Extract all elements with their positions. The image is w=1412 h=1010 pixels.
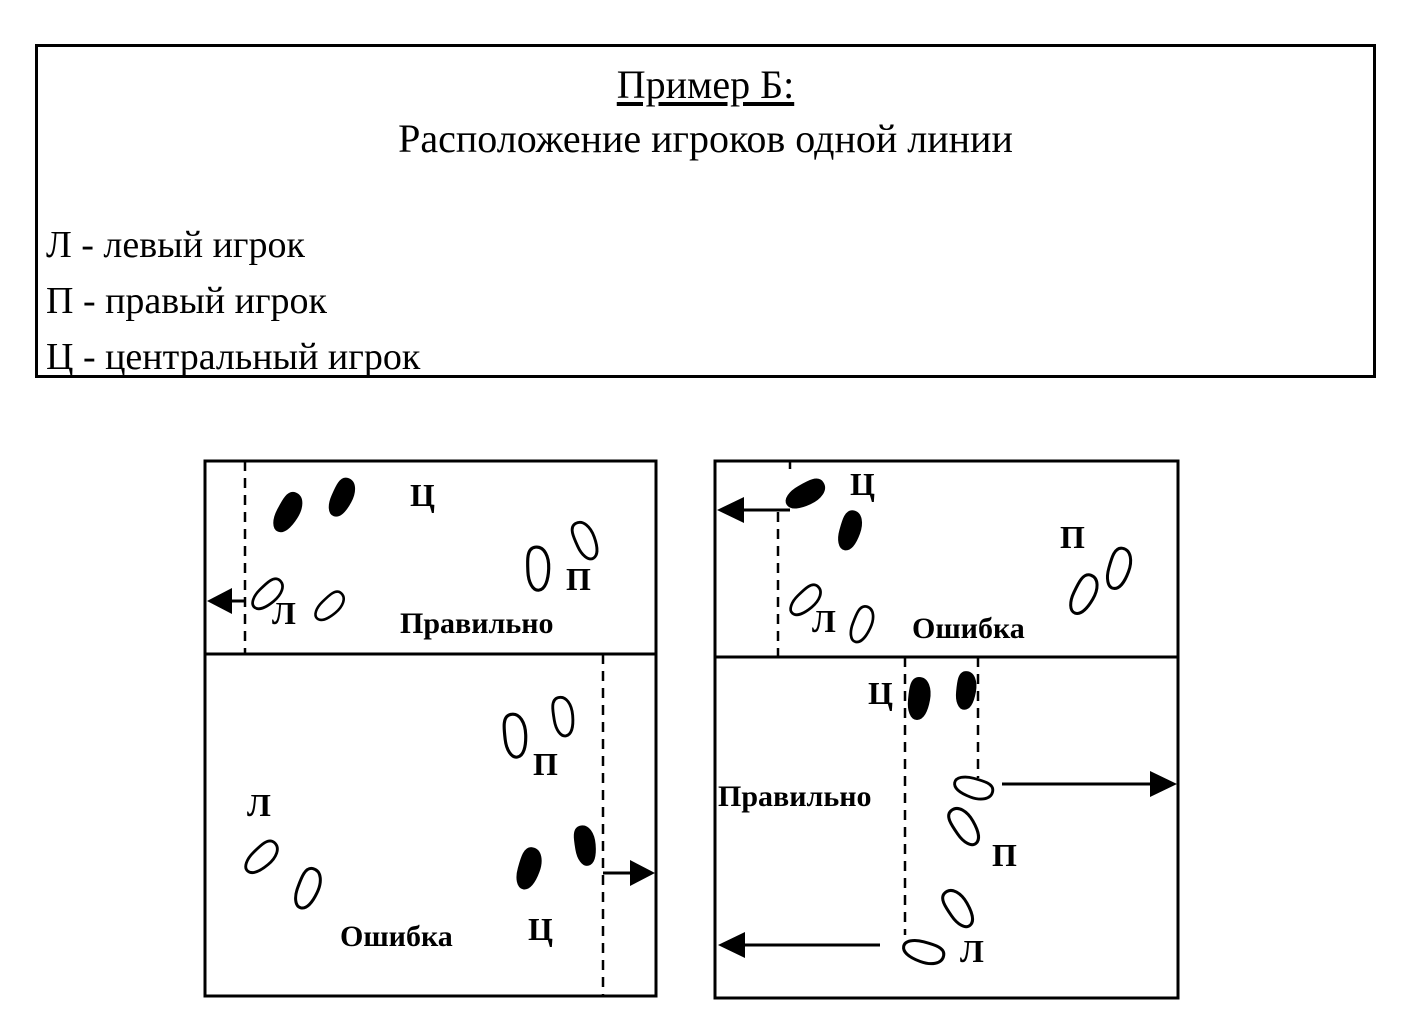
center-player-foot-icon: [955, 671, 977, 710]
section-label: Правильно: [400, 607, 554, 640]
left-player-letter: Л: [272, 595, 296, 631]
legend-entry-right-player: П - правый игрок: [46, 280, 327, 322]
left-player-foot-icon: [291, 864, 325, 913]
legend-entry-center-player: Ц - центральный игрок: [46, 336, 421, 378]
left-player-foot-icon: [899, 936, 947, 968]
right-player-letter: П: [1060, 519, 1085, 555]
court-outline: [203, 459, 658, 998]
center-player-foot-icon: [569, 823, 601, 868]
center-player-letter: Ц: [410, 477, 435, 513]
right-player-foot-icon: [547, 693, 580, 740]
left-player-letter: Л: [247, 787, 271, 823]
movement-arrow-head: [630, 860, 655, 886]
right-player-foot-icon: [1103, 545, 1135, 593]
movement-arrow-head: [717, 497, 744, 523]
right-player-letter: П: [533, 746, 558, 782]
right-player-foot-icon: [1065, 570, 1103, 619]
center-player-foot-icon: [325, 474, 359, 521]
right-bottom-section: Ц Правильно П Л: [718, 657, 1177, 969]
right-player-foot-icon: [941, 802, 988, 851]
left-top-section: Ц Л П Правильно: [207, 461, 606, 654]
section-label: Ошибка: [340, 920, 453, 953]
center-player-letter: Ц: [528, 911, 553, 947]
right-top-section: Ц Л П Ошибка: [717, 461, 1135, 657]
right-player-foot-icon: [951, 773, 996, 803]
center-player-foot-icon: [514, 845, 544, 892]
right-player-foot-icon: [565, 517, 606, 564]
center-player-letter: Ц: [850, 466, 875, 502]
right-player-letter: П: [566, 561, 591, 597]
right-court-diagram: Ц Л П Ошибка Ц Правильно П Л: [713, 459, 1180, 1000]
left-player-foot-icon: [935, 884, 982, 933]
legend-entry-left-player: Л - левый игрок: [46, 224, 305, 266]
left-player-letter: Л: [960, 933, 984, 969]
section-label: Правильно: [718, 780, 872, 813]
left-bottom-section: П Л Ц Ошибка: [240, 654, 655, 996]
left-player-foot-icon: [240, 834, 284, 881]
movement-arrow-head: [718, 932, 745, 958]
movement-arrow-head: [1150, 771, 1177, 797]
legend-title: Пример Б:: [616, 62, 795, 107]
center-player-foot-icon: [269, 488, 307, 537]
right-player-letter: П: [992, 837, 1017, 873]
left-player-foot-icon: [310, 586, 350, 627]
movement-arrow-head: [207, 588, 232, 614]
right-player-foot-icon: [522, 544, 554, 593]
left-player-foot-icon: [846, 602, 878, 647]
legend-box: Пример Б: Расположение игроков одной лин…: [35, 44, 1376, 378]
court-outline: [713, 459, 1180, 1000]
legend-subtitle: Расположение игроков одной линии: [398, 116, 1013, 161]
center-player-letter: Ц: [868, 675, 893, 711]
left-court-diagram: Ц Л П Правильно П Л Ц Ошибка: [203, 459, 658, 998]
center-player-foot-icon: [836, 508, 865, 553]
center-player-foot-icon: [907, 677, 931, 720]
section-label: Ошибка: [912, 612, 1025, 645]
right-player-foot-icon: [498, 710, 533, 761]
left-player-letter: Л: [812, 603, 836, 639]
